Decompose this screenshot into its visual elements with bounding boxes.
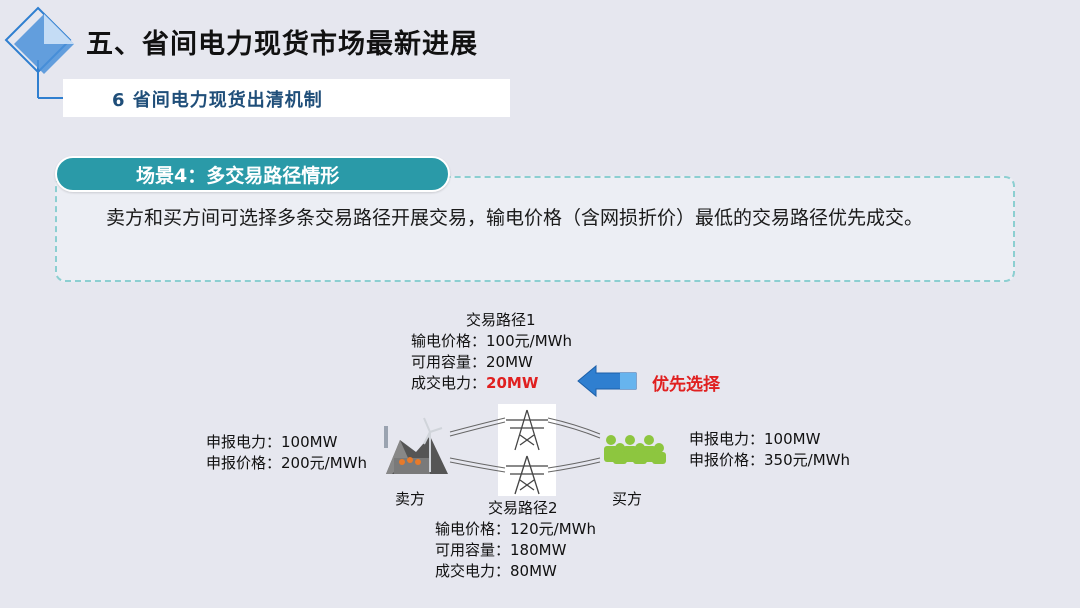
buyer-price-value: 350元/MWh — [764, 451, 850, 469]
tower-background — [498, 404, 556, 496]
buyer-people-icon — [604, 435, 666, 464]
transmission-tower-icon — [506, 455, 548, 495]
transmission-lines — [449, 417, 601, 473]
seller-price-row: 申报价格：200元/MWh — [206, 453, 367, 474]
path1-price-value: 100元/MWh — [486, 332, 572, 350]
path2-deal-value: 80MW — [510, 562, 557, 580]
path1-deal-value: 20MW — [486, 374, 539, 392]
scenario-tab — [55, 156, 450, 192]
path2-price-value: 120元/MWh — [510, 520, 596, 538]
transmission-tower-icon — [506, 409, 548, 451]
seller-price-label: 申报价格： — [206, 454, 282, 472]
wind-turbine-icon — [423, 417, 443, 472]
path2-name: 交易路径2 — [488, 499, 558, 517]
priority-label: 优先选择 — [652, 375, 720, 395]
path1-name: 交易路径1 — [466, 311, 536, 329]
seller-power-label: 申报电力： — [206, 433, 282, 451]
seller-power-value: 100MW — [281, 433, 338, 451]
scenario-panel — [55, 176, 1015, 282]
path2-price-label: 输电价格： — [435, 520, 511, 538]
path1-deal-label: 成交电力： — [411, 374, 487, 392]
path1-capacity-value: 20MW — [486, 353, 533, 371]
path1-capacity-label: 可用容量： — [411, 353, 487, 371]
buyer-label: 买方 — [612, 490, 643, 508]
path2-capacity-label: 可用容量： — [435, 541, 511, 559]
path1-capacity-row: 可用容量：20MW — [411, 352, 533, 373]
subtitle-bar — [63, 79, 510, 117]
path1-price-label: 输电价格： — [411, 332, 487, 350]
header-diamond-logo — [4, 6, 74, 99]
page-title: 五、省间电力现货市场最新进展 — [86, 29, 478, 60]
path2-capacity-value: 180MW — [510, 541, 567, 559]
seller-price-value: 200元/MWh — [281, 454, 367, 472]
scenario-description: 卖方和买方间可选择多条交易路径开展交易，输电价格（含网损折价）最低的交易路径优先… — [106, 207, 924, 229]
path2-price-row: 输电价格：120元/MWh — [435, 519, 596, 540]
path2-capacity-row: 可用容量：180MW — [435, 540, 566, 561]
path2-deal-row: 成交电力：80MW — [435, 561, 557, 582]
power-plant-icon — [384, 426, 448, 474]
buyer-price-label: 申报价格： — [689, 451, 765, 469]
section-subtitle: 6 省间电力现货出清机制 — [112, 90, 323, 111]
buyer-power-value: 100MW — [764, 430, 821, 448]
seller-power-row: 申报电力：100MW — [206, 432, 337, 453]
scenario-title: 场景4：多交易路径情形 — [136, 165, 340, 187]
buyer-power-row: 申报电力：100MW — [689, 429, 820, 450]
buyer-price-row: 申报价格：350元/MWh — [689, 450, 850, 471]
path1-price-row: 输电价格：100元/MWh — [411, 331, 572, 352]
path1-deal-row: 成交电力：20MW — [411, 373, 538, 394]
buyer-power-label: 申报电力： — [689, 430, 765, 448]
priority-arrow-icon — [577, 364, 637, 398]
path2-deal-label: 成交电力： — [435, 562, 511, 580]
seller-label: 卖方 — [395, 490, 426, 508]
